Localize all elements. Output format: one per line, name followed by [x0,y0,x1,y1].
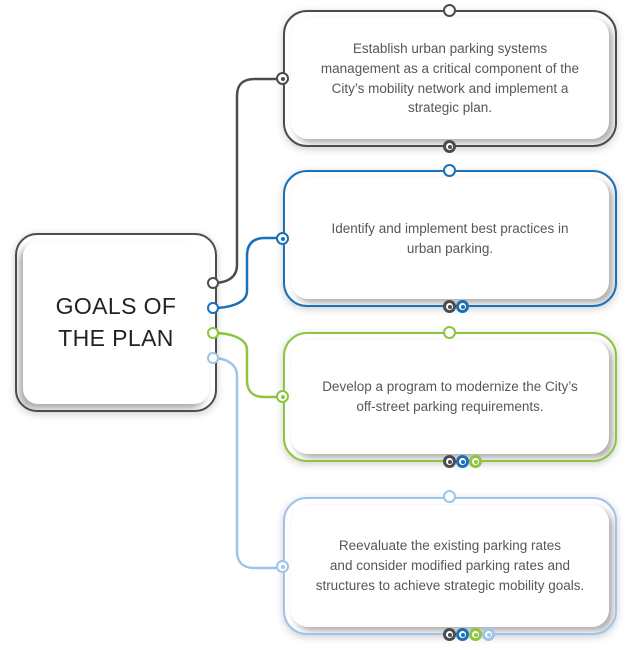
goal-3-text: Develop a program to modernize the City’… [322,379,578,414]
branch-anchor-icon [207,277,219,289]
branch-anchor-icon [207,352,219,364]
connector-line-goal-4 [212,356,283,570]
goal-2-text: Identify and implement best practices in… [331,220,569,256]
goal-2-card: Identify and implement best practices in… [283,170,617,307]
connector-line-goal-3 [213,331,283,399]
branch-anchor-icon [207,302,219,314]
branch-anchor-icon [207,327,219,339]
connector-line-goal-1 [212,77,283,285]
goal-3-card-face: Develop a program to modernize the City’… [291,340,609,454]
goal-2-card-face: Identify and implement best practices in… [291,178,609,299]
goal-3-card: Develop a program to modernize the City’… [283,332,617,462]
connector-line-goal-2 [212,236,283,310]
